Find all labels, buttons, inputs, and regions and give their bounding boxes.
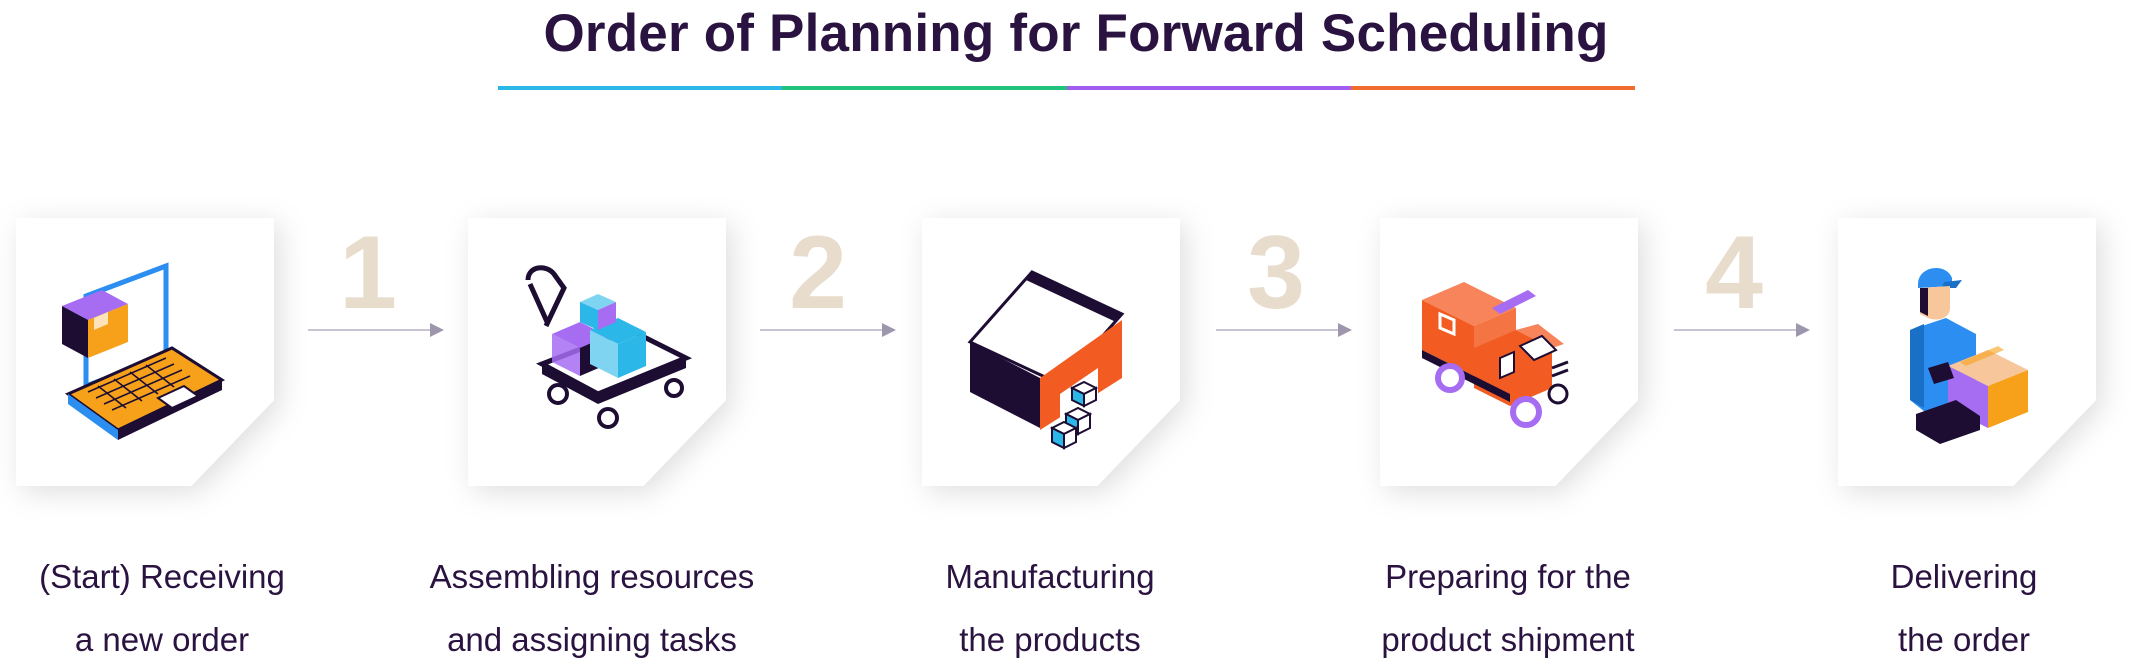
step-card-2 [922,218,1180,486]
step-label-line: the products [959,621,1141,658]
step-number-3: 3 [1247,215,1305,331]
diagram-title: Order of Planning for Forward Scheduling [543,4,1609,63]
underline-segment-3 [1066,86,1351,90]
arrow-right-icon [760,323,896,337]
step-label-line: the order [1897,621,2031,658]
underline-segment-2 [782,86,1067,90]
step-number-4: 4 [1705,215,1763,331]
step-label-line: product shipment [1381,621,1635,658]
arrow-right-icon [1674,323,1810,337]
hand-truck-boxes-icon [525,265,693,429]
courier-with-box-icon [1910,267,2028,444]
warehouse-icon [967,270,1125,450]
step-label-4: Delivering the order [1774,545,2152,671]
arrow-right-icon [308,323,444,337]
arrow-right-icon [1216,323,1352,337]
delivery-truck-icon [1422,282,1569,428]
step-number-2: 2 [789,215,847,331]
underline-segment-1 [498,86,783,90]
step-label-line: Preparing for the [1385,558,1631,595]
laptop-package-icon [62,262,226,440]
step-label-2: Manufacturing the products [860,545,1240,671]
underline-segment-4 [1350,86,1635,90]
step-number-1: 1 [339,215,397,331]
step-label-line: Delivering [1890,558,2038,595]
step-label-3: Preparing for the product shipment [1318,545,1698,671]
step-card-0 [16,218,274,486]
step-label-line: Manufacturing [945,558,1155,595]
step-label-0: (Start) Receiving a new order [0,545,352,671]
step-card-4 [1838,218,2096,486]
step-label-line: a new order [74,621,250,658]
step-label-line: Assembling resources [429,558,755,595]
step-card-1 [468,218,726,486]
title-underline [498,86,1635,90]
step-label-line: (Start) Receiving [39,558,285,595]
step-card-3 [1380,218,1638,486]
step-label-line: and assigning tasks [447,621,737,658]
step-label-1: Assembling resources and assigning tasks [402,545,782,671]
